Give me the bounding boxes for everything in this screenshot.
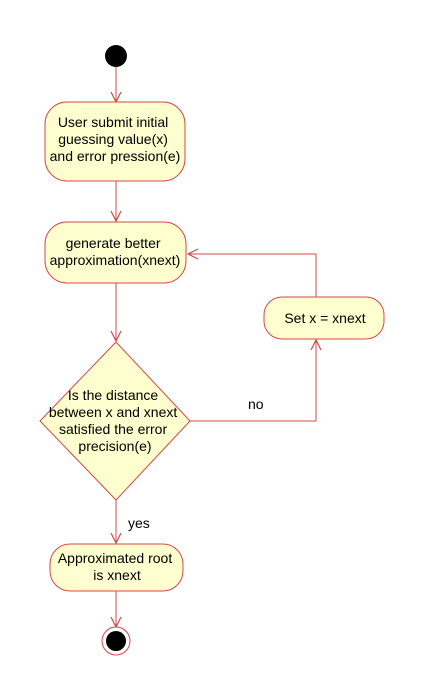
node-set-x-line-1: Set x = xnext bbox=[284, 310, 365, 326]
node-generate-line-1: generate better bbox=[66, 235, 161, 251]
node-decision-label: Is the distance between x and xnext sati… bbox=[49, 387, 181, 454]
node-generate-shape bbox=[44, 221, 187, 284]
edge-decision-no-to-set-x bbox=[190, 340, 316, 422]
node-decision-line-3: satisfied the error bbox=[59, 421, 167, 437]
node-result-shape bbox=[49, 543, 184, 592]
node-generate-label: generate better approximation(xnext) bbox=[50, 235, 181, 268]
node-decision-shape bbox=[39, 341, 191, 501]
end-node-core bbox=[106, 631, 126, 651]
edge-set-x-to-generate bbox=[188, 254, 317, 297]
start-node bbox=[105, 45, 127, 67]
edge-label-yes: yes bbox=[128, 515, 150, 531]
node-result-label: Approximated root is xnext bbox=[58, 550, 176, 583]
node-result-line-1: Approximated root bbox=[58, 550, 173, 566]
node-submit-line-3: and error pression(e) bbox=[50, 148, 181, 164]
node-submit-line-1: User submit initial bbox=[58, 114, 168, 130]
node-result-line-2: is xnext bbox=[93, 567, 141, 583]
node-submit-shape bbox=[44, 101, 186, 182]
node-generate-line-2: approximation(xnext) bbox=[50, 252, 181, 268]
node-decision-line-1: Is the distance bbox=[68, 387, 158, 403]
node-set-x-shape bbox=[263, 296, 385, 340]
node-decision-line-2: between x and xnext bbox=[49, 404, 178, 420]
edge-label-no: no bbox=[248, 396, 264, 412]
node-submit-label: User submit initial guessing value(x) an… bbox=[50, 114, 181, 164]
node-set-x-label: Set x = xnext bbox=[284, 310, 365, 326]
node-submit-line-2: guessing value(x) bbox=[58, 131, 168, 147]
node-decision-line-4: precision(e) bbox=[78, 438, 151, 454]
